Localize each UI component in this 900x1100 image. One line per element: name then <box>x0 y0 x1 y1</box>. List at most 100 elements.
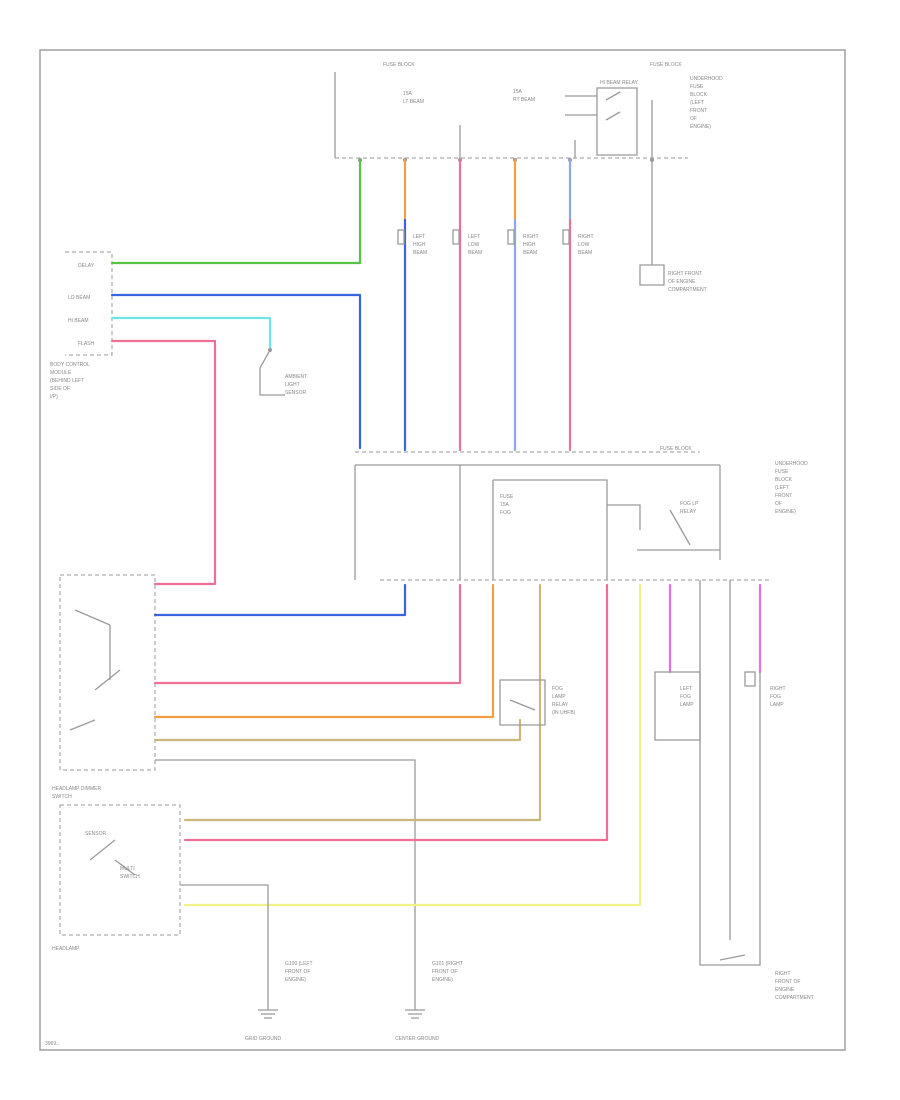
svg-text:ENGINE): ENGINE) <box>285 977 306 983</box>
top-bus-connectors <box>358 158 654 162</box>
svg-text:SWITCH: SWITCH <box>120 874 140 880</box>
mid-right-note: UNDERHOOD FUSE BLOCK (LEFT FRONT OF ENGI… <box>775 461 808 515</box>
svg-text:FRONT: FRONT <box>775 493 792 499</box>
ambient-light-sensor: AMBIENT LIGHT SENSOR <box>259 348 307 396</box>
svg-text:AMBIENT: AMBIENT <box>285 374 307 380</box>
fog-relay-center: FOG LAMP RELAY (IN UHFB) <box>499 679 576 726</box>
lamp-fuse-symbols: LEFT HIGH BEAM LEFT LOW BEAM RIGHT HIGH … <box>397 229 594 256</box>
svg-text:COMPARTMENT: COMPARTMENT <box>775 995 814 1001</box>
fog-lamp-relay: FUSE 15A FOG FOG LP RELAY <box>459 465 721 580</box>
wire-cyan <box>110 316 272 352</box>
svg-text:HEADLAMP DIMMER: HEADLAMP DIMMER <box>52 786 101 792</box>
svg-text:15A: 15A <box>403 91 413 97</box>
svg-text:FUSE BLOCK: FUSE BLOCK <box>650 62 682 68</box>
ground-center: G101 (RIGHT FRONT OF ENGINE) CENTER GROU… <box>395 940 463 1042</box>
diagram-frame <box>39 49 846 1051</box>
svg-text:LAMP: LAMP <box>680 702 694 708</box>
svg-text:OF ENGINE: OF ENGINE <box>668 279 696 285</box>
headlamp-dimmer-switch: HEADLAMP DIMMER SWITCH <box>52 574 156 800</box>
svg-text:ENGINE): ENGINE) <box>432 977 453 983</box>
left-fog-lamp: LEFT FOG LAMP <box>654 580 701 940</box>
svg-text:LEFT: LEFT <box>680 686 692 692</box>
svg-text:LEFT: LEFT <box>413 234 425 240</box>
top-fuse-block: FUSE BLOCK FUSE BLOCK 15A LT BEAM 15A RT… <box>334 62 723 159</box>
svg-text:15A: 15A <box>513 89 523 95</box>
svg-text:FRONT OF: FRONT OF <box>432 969 457 975</box>
svg-text:LOW: LOW <box>578 242 590 248</box>
svg-text:HI BEAM: HI BEAM <box>68 318 89 324</box>
right-fog-lamp: RIGHT FOG LAMP <box>729 580 786 940</box>
svg-text:RIGHT: RIGHT <box>523 234 539 240</box>
svg-text:COMPARTMENT: COMPARTMENT <box>668 287 707 293</box>
svg-text:FOG LP: FOG LP <box>680 501 699 507</box>
svg-text:MULTI: MULTI <box>120 866 135 872</box>
svg-text:BEAM: BEAM <box>578 250 592 256</box>
svg-text:HIGH: HIGH <box>413 242 426 248</box>
svg-text:HEADLAMP: HEADLAMP <box>52 946 80 952</box>
top-right-note: UNDERHOOD FUSE BLOCK (LEFT FRONT OF ENGI… <box>690 76 723 130</box>
svg-text:BEAM: BEAM <box>413 250 427 256</box>
ground-left: G100 (LEFT FRONT OF ENGINE) GRID GROUND <box>245 940 313 1042</box>
svg-text:LO BEAM: LO BEAM <box>68 295 90 301</box>
svg-text:FRONT: FRONT <box>690 108 707 114</box>
svg-text:FLASH: FLASH <box>78 341 95 347</box>
svg-text:SWITCH: SWITCH <box>52 794 72 800</box>
svg-text:LT BEAM: LT BEAM <box>403 99 424 105</box>
ground-right: RIGHT FRONT OF ENGINE COMPARTMENT <box>699 940 814 1001</box>
svg-text:BEAM: BEAM <box>468 250 482 256</box>
svg-text:HI BEAM RELAY: HI BEAM RELAY <box>600 80 639 86</box>
wire-headlamp-ground <box>180 884 269 940</box>
wire-blue-left <box>110 293 362 450</box>
svg-text:LAMP: LAMP <box>770 702 784 708</box>
svg-text:BLOCK: BLOCK <box>775 477 793 483</box>
svg-text:RIGHT: RIGHT <box>578 234 594 240</box>
svg-text:(BEHIND LEFT: (BEHIND LEFT <box>50 378 84 384</box>
svg-text:15A: 15A <box>500 502 510 508</box>
wire-green <box>110 158 362 265</box>
svg-text:BLOCK: BLOCK <box>690 92 708 98</box>
svg-text:SENSOR: SENSOR <box>285 390 307 396</box>
svg-text:ENGINE): ENGINE) <box>775 509 796 515</box>
svg-text:RT BEAM: RT BEAM <box>513 97 535 103</box>
svg-text:LIGHT: LIGHT <box>285 382 300 388</box>
svg-text:FUSE BLOCK: FUSE BLOCK <box>383 62 415 68</box>
svg-text:OF: OF <box>775 501 782 507</box>
svg-text:RELAY: RELAY <box>552 702 569 708</box>
svg-text:FUSE BLOCK: FUSE BLOCK <box>660 446 692 452</box>
footer-code: 3969... <box>45 1041 60 1047</box>
right-top-ground: RIGHT FRONT OF ENGINE COMPARTMENT <box>639 160 707 293</box>
svg-text:BEAM: BEAM <box>523 250 537 256</box>
wire-pink-left <box>110 339 217 586</box>
svg-text:LOW: LOW <box>468 242 480 248</box>
svg-text:ENGINE: ENGINE <box>775 987 795 993</box>
wire-yellow <box>183 583 642 907</box>
svg-text:OF: OF <box>690 116 697 122</box>
wire-pink-headlamp <box>183 583 609 842</box>
mid-fuse-block: FUSE BLOCK UNDERHOOD FUSE BLOCK (LEFT FR… <box>354 446 808 580</box>
body-control-module: DELAY LO BEAM HI BEAM FLASH BODY CONTROL… <box>50 251 113 400</box>
svg-text:FOG: FOG <box>680 694 691 700</box>
svg-text:G101 (RIGHT: G101 (RIGHT <box>432 961 463 967</box>
wire-tan-relay <box>183 583 542 822</box>
svg-text:FUSE: FUSE <box>775 469 789 475</box>
svg-text:FUSE: FUSE <box>500 494 514 500</box>
svg-text:FRONT OF: FRONT OF <box>775 979 800 985</box>
wire-black-dimmer <box>155 759 416 940</box>
wire-blue-dimmer <box>153 583 407 617</box>
svg-text:RELAY: RELAY <box>680 509 697 515</box>
headlamp-switch: SENSOR MULTI SWITCH HEADLAMP <box>52 804 181 952</box>
svg-text:UNDERHOOD: UNDERHOOD <box>690 76 723 82</box>
svg-text:RIGHT: RIGHT <box>775 971 791 977</box>
wire-tan-dimmer <box>153 718 522 742</box>
svg-text:CENTER GROUND: CENTER GROUND <box>395 1036 440 1042</box>
svg-text:LEFT: LEFT <box>468 234 480 240</box>
svg-text:DELAY: DELAY <box>78 263 95 269</box>
svg-text:(LEFT: (LEFT <box>775 485 789 491</box>
svg-text:MODULE: MODULE <box>50 370 72 376</box>
svg-text:I/P): I/P) <box>50 394 58 400</box>
svg-text:RIGHT: RIGHT <box>770 686 786 692</box>
svg-text:FOG: FOG <box>552 686 563 692</box>
svg-text:(LEFT: (LEFT <box>690 100 704 106</box>
svg-text:LAMP: LAMP <box>552 694 566 700</box>
